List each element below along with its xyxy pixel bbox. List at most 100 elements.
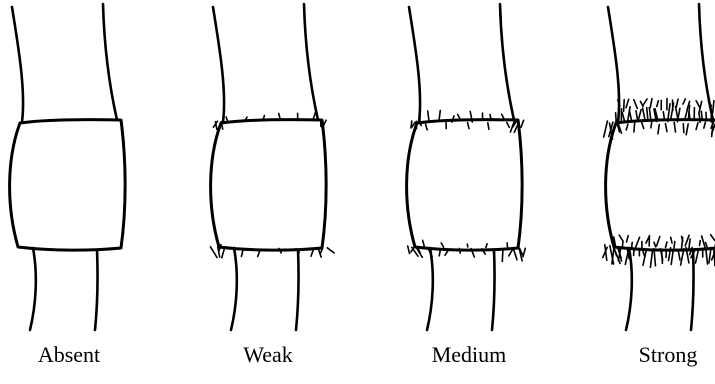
stem-lower <box>296 250 299 330</box>
panel-weak <box>210 4 334 330</box>
hair-stroke <box>638 110 641 121</box>
stem-lower <box>30 248 36 330</box>
hair-stroke <box>514 250 517 260</box>
hair-stroke <box>467 244 468 247</box>
hair-stroke <box>686 124 688 135</box>
hair-stroke <box>428 111 429 122</box>
hair-stroke <box>713 101 714 113</box>
hair-stroke <box>604 121 608 137</box>
stem-upper <box>608 7 619 122</box>
hair-stroke <box>311 250 313 256</box>
hair-stroke <box>426 125 428 130</box>
hair-stroke <box>682 236 683 241</box>
hair-stroke <box>711 235 715 241</box>
stem-upper <box>304 4 318 120</box>
hair-stroke <box>459 248 460 253</box>
hair-stroke <box>642 122 644 128</box>
hair-stroke <box>640 101 643 106</box>
hair-stroke <box>624 100 625 112</box>
hair-stroke <box>627 236 629 243</box>
stem-lower <box>492 250 495 330</box>
hair-stroke <box>671 250 673 264</box>
stem-lower <box>691 250 694 330</box>
hair-stroke <box>523 248 525 256</box>
hair-stroke <box>507 123 510 128</box>
stem-lower <box>95 250 98 330</box>
stem-upper <box>103 4 117 120</box>
hair-stroke <box>619 235 623 241</box>
hair-stroke <box>622 113 624 121</box>
hair-stroke <box>704 122 706 128</box>
hair-stroke <box>320 249 322 254</box>
hair-stroke <box>439 110 440 120</box>
hair-stroke <box>634 122 635 131</box>
caption-medium: Medium <box>389 342 549 368</box>
hair-stroke <box>647 108 648 120</box>
stem-lower <box>231 248 237 330</box>
hair-stroke <box>521 120 524 127</box>
hair-stroke <box>696 249 699 263</box>
hair-stroke <box>486 244 487 248</box>
hair-stroke <box>696 101 700 108</box>
hair-stroke <box>662 250 663 263</box>
hair-stroke <box>676 99 678 107</box>
hair-stroke <box>706 249 708 264</box>
hair-stroke <box>623 241 624 246</box>
hair-stroke <box>674 122 675 132</box>
hair-stroke <box>685 235 689 246</box>
caption-strong: Strong <box>588 342 715 368</box>
hair-stroke <box>657 101 659 107</box>
hair-stroke <box>678 250 680 260</box>
hair-stroke <box>658 125 659 134</box>
panel-absent <box>10 4 126 330</box>
hair-stroke <box>671 237 672 243</box>
hair-stroke <box>626 99 629 108</box>
hair-stroke <box>636 111 638 121</box>
hair-stroke <box>643 99 647 105</box>
hair-stroke <box>700 241 701 246</box>
hair-stroke <box>683 99 685 104</box>
hair-stroke <box>696 123 698 130</box>
hair-stroke <box>634 100 638 109</box>
node-outline <box>606 120 715 251</box>
stem-upper <box>500 4 514 120</box>
hair-stroke <box>654 242 656 247</box>
hair-stroke <box>502 250 503 261</box>
hair-stroke <box>488 123 489 130</box>
hair-stroke <box>699 114 700 122</box>
hair-stroke <box>650 99 652 108</box>
hair-stroke <box>701 111 702 120</box>
hair-stroke <box>689 239 690 248</box>
hair-stroke <box>327 248 334 253</box>
caption-weak: Weak <box>188 342 348 368</box>
hair-stroke <box>650 250 652 267</box>
hair-stroke <box>507 243 508 248</box>
hair-stroke <box>674 242 675 249</box>
hair-stroke <box>441 243 443 247</box>
hair-stroke <box>222 249 225 258</box>
hair-stroke <box>706 112 707 120</box>
caption-absent: Absent <box>0 342 149 368</box>
hair-stroke <box>616 113 617 121</box>
panel-medium <box>407 4 526 330</box>
stem-lower <box>427 248 433 330</box>
panel-strong <box>603 4 715 330</box>
stem-upper <box>213 7 224 122</box>
hair-stroke <box>666 242 668 248</box>
hair-stroke <box>651 122 652 128</box>
node-outline <box>211 120 327 251</box>
hair-stroke <box>408 246 410 254</box>
node-outline <box>10 120 126 251</box>
hair-stroke <box>632 242 633 247</box>
hair-stroke <box>683 124 684 133</box>
hair-stroke <box>665 124 667 132</box>
stem-upper <box>409 7 420 122</box>
hair-stroke <box>210 247 217 258</box>
hair-stroke <box>468 123 469 129</box>
hair-stroke <box>626 124 628 130</box>
hair-stroke <box>657 237 660 246</box>
hair-stroke <box>226 117 228 121</box>
stem-upper <box>12 7 23 122</box>
